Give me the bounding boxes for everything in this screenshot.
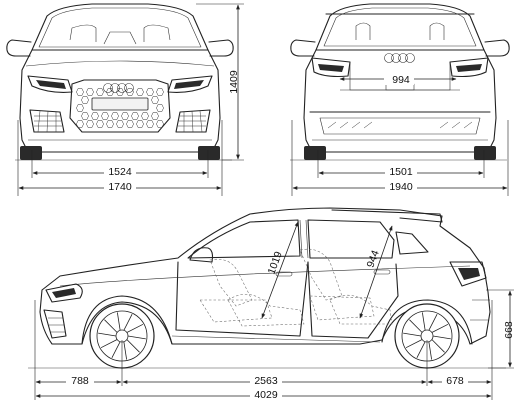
grille-hex-cell xyxy=(151,96,159,104)
wheel-spoke xyxy=(431,323,449,333)
grille-hex-cell xyxy=(106,120,114,128)
wheel-spoke xyxy=(428,341,433,360)
wheel-spoke xyxy=(431,339,445,353)
loading-sill-height-label: 668 xyxy=(503,321,515,339)
grille-hex-cell xyxy=(136,120,144,128)
grille-hex-cell xyxy=(156,104,164,112)
grille-hex-cell xyxy=(126,88,134,96)
wheel-spoke xyxy=(126,339,140,353)
grille-hex-cell xyxy=(86,88,94,96)
wheel-spoke xyxy=(104,319,118,333)
grille-hex-cell xyxy=(131,112,139,120)
rear-view xyxy=(290,3,510,196)
grille-hex-cell xyxy=(81,112,89,120)
wheel-spoke xyxy=(123,341,128,360)
rear-overhang-label: 678 xyxy=(446,375,464,387)
grille-hex-cell xyxy=(156,120,164,128)
wheel-spoke xyxy=(100,339,118,349)
height-label: 1409 xyxy=(228,70,240,94)
grille-hex-cell xyxy=(116,120,124,128)
grille-hex-cell xyxy=(126,120,134,128)
wheel-spoke xyxy=(409,319,423,333)
wheel-spoke xyxy=(403,332,422,337)
front-view xyxy=(6,3,244,196)
grille-hex-cell xyxy=(111,112,119,120)
grille-hex-cell xyxy=(96,88,104,96)
grille-hex-cell xyxy=(91,112,99,120)
grille-hex-cell xyxy=(141,112,149,120)
grille-hex-cell xyxy=(156,88,164,96)
side-view xyxy=(28,207,514,400)
wheel-spoke xyxy=(416,341,426,358)
rear-headroom-label: 944 xyxy=(365,249,382,270)
grille-hex-cell xyxy=(146,88,154,96)
grille-hex-cell xyxy=(76,104,84,112)
tailgate-width-label: 994 xyxy=(392,74,410,86)
grille-hex-cell xyxy=(151,112,159,120)
front-track-label: 1524 xyxy=(108,166,132,178)
wheel-spoke xyxy=(111,341,121,358)
wheel-spoke xyxy=(123,314,133,331)
length-label: 4029 xyxy=(254,389,278,401)
grille-hex-cell xyxy=(121,112,129,120)
grille-mesh xyxy=(76,88,164,128)
width-label: 1740 xyxy=(108,181,132,193)
wheel-spoke xyxy=(127,335,146,340)
wheel-spoke xyxy=(98,332,117,337)
grille-hex-cell xyxy=(101,112,109,120)
grille-hex-cell xyxy=(86,120,94,128)
wheel-spoke xyxy=(116,312,121,331)
grille-hex-cell xyxy=(76,88,84,96)
width-with-mirrors-label: 1940 xyxy=(389,181,413,193)
wheel-spoke xyxy=(432,335,451,340)
wheel-spoke xyxy=(421,312,426,331)
grille-hex-cell xyxy=(76,120,84,128)
grille-hex-cell xyxy=(96,120,104,128)
front-overhang-label: 788 xyxy=(71,375,89,387)
wheel-spoke xyxy=(428,314,438,331)
grille-hex-cell xyxy=(146,120,154,128)
grille-hex-cell xyxy=(81,96,89,104)
rear-track-label: 1501 xyxy=(389,166,413,178)
wheel-spoke xyxy=(405,339,423,349)
grille-hex-cell xyxy=(136,88,144,96)
wheel-spoke xyxy=(126,323,144,333)
wheelbase-label: 2563 xyxy=(254,375,278,387)
